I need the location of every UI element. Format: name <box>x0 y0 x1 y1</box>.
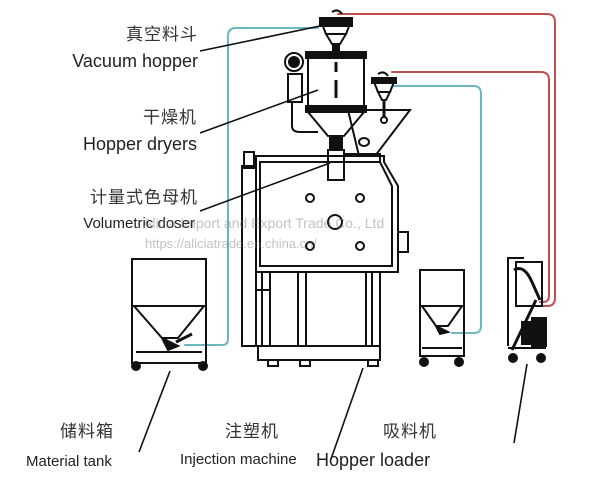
label-volumetric-doser-zh: 计量式色母机 <box>90 188 198 208</box>
label-vacuum-hopper-en: Vacuum hopper <box>72 51 198 71</box>
label-injection-machine-zh: 注塑机 <box>225 422 279 442</box>
vacuum-pipe-loader-to-doser-loader <box>391 71 550 303</box>
material-pipe-tank-to-doser-loader <box>392 85 482 334</box>
hopper-dryer-unit <box>284 51 367 149</box>
watermark-url: https://aliciatrade.en.china.cn/ <box>145 236 317 251</box>
label-injection-machine-en: Injection machine <box>180 451 297 468</box>
leader-material-tank <box>138 370 171 453</box>
small-tank-unit <box>419 269 465 367</box>
doser-unit <box>327 71 413 181</box>
hopper-loader-unit <box>507 257 547 363</box>
label-vacuum-hopper-zh: 真空料斗 <box>126 25 198 45</box>
label-hopper-loader-zh: 吸料机 <box>383 422 437 442</box>
leader-vacuum-hopper <box>199 25 321 52</box>
material-tank-unit <box>131 258 208 371</box>
vacuum-hopper-unit <box>319 9 353 53</box>
label-hopper-loader-en: Hopper loader <box>316 450 431 470</box>
leader-volumetric-doser <box>199 162 331 212</box>
leader-hopper-dryers <box>199 89 319 134</box>
label-hopper-dryers-en: Hopper dryers <box>82 134 197 154</box>
label-hopper-dryers-zh: 干燥机 <box>143 108 197 128</box>
label-volumetric-doser-en: Volumetric doser <box>83 215 195 232</box>
watermark-company: Alicia Import and Export Trade Co., Ltd <box>143 215 385 231</box>
leader-lines <box>138 25 528 460</box>
leader-injection-machine <box>330 367 364 460</box>
material-pipe-tank-to-vacuum-hopper <box>184 27 319 346</box>
injection-machine-unit <box>241 151 409 367</box>
leader-hopper-loader <box>513 363 528 444</box>
label-material-tank-en: Material tank <box>26 453 112 470</box>
label-material-tank-zh: 储料箱 <box>60 422 114 442</box>
vacuum-pipe-loader-to-vacuum-hopper <box>337 13 556 307</box>
